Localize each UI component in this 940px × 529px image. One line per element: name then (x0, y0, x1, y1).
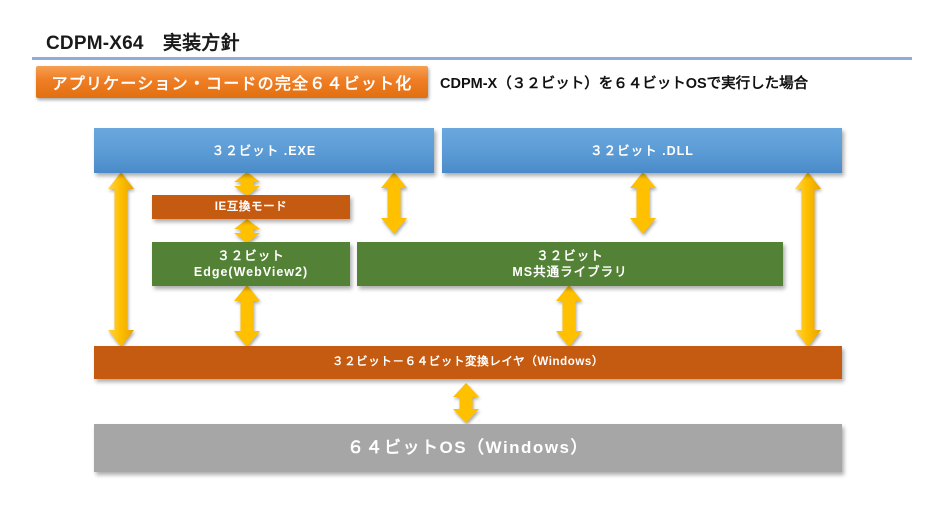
arrow-ie-to-edge (234, 219, 260, 243)
page-title: CDPM-X64 実装方針 (46, 33, 240, 54)
arrow-exe-to-mslib (381, 172, 407, 234)
box-32bit-dll-label: ３２ビット .DLL (590, 143, 694, 158)
arrow-mslib-to-thunk (556, 285, 582, 347)
box-64bit-os[interactable]: ６４ビットOS（Windows） (94, 424, 842, 472)
arrow-thunk-to-os (453, 383, 479, 423)
box-32bit-ms-common-library-label: ３２ビット MS共通ライブラリ (512, 249, 628, 279)
box-32bit-dll[interactable]: ３２ビット .DLL (442, 128, 842, 173)
banner-highlight: アプリケーション・コードの完全６４ビット化 (36, 66, 428, 98)
box-64bit-os-label: ６４ビットOS（Windows） (346, 438, 589, 458)
box-ie-compat-mode[interactable]: IE互換モード (152, 195, 350, 219)
banner-label: アプリケーション・コードの完全６４ビット化 (51, 76, 413, 93)
box-32bit-exe[interactable]: ３２ビット .EXE (94, 128, 434, 173)
box-32bit-64bit-thunk-layer[interactable]: ３２ビット－６４ビット変換レイヤ（Windows） (94, 346, 842, 379)
arrow-dll-to-mslib (630, 172, 656, 234)
box-32bit-ms-common-library[interactable]: ３２ビット MS共通ライブラリ (357, 242, 783, 286)
arrow-exe-to-ie (234, 172, 260, 196)
box-32bit-edge-webview2[interactable]: ３２ビット Edge(WebView2) (152, 242, 350, 286)
box-32bit-edge-webview2-label: ３２ビット Edge(WebView2) (193, 249, 309, 279)
arrow-edge-to-thunk (234, 285, 260, 347)
arrow-exe-to-thunk (108, 172, 134, 347)
title-divider (32, 57, 912, 60)
subtitle-text: CDPM-X（３２ビット）を６４ビットOSで実行した場合 (440, 76, 809, 92)
box-32bit-64bit-thunk-layer-label: ３２ビット－６４ビット変換レイヤ（Windows） (331, 356, 604, 369)
box-ie-compat-mode-label: IE互換モード (214, 200, 288, 213)
box-32bit-exe-label: ３２ビット .EXE (211, 143, 317, 158)
arrow-dll-to-thunk (795, 172, 821, 347)
